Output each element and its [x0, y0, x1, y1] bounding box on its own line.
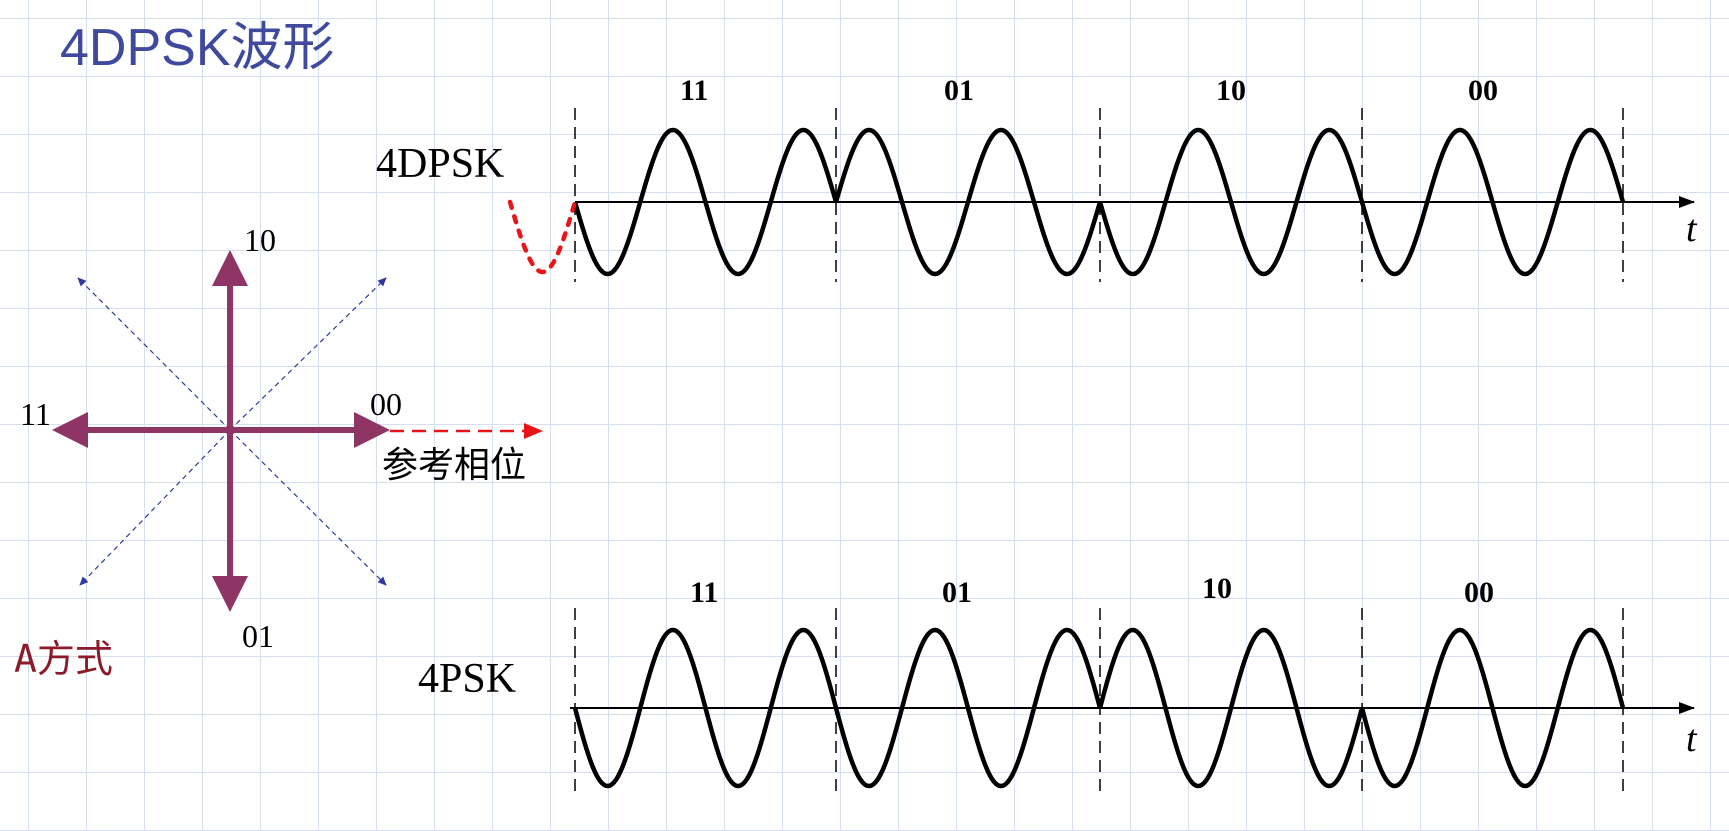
wave-4psk-segment — [1097, 627, 1365, 789]
segment-label: 11 — [680, 74, 709, 107]
diagonal-arrows — [77, 277, 387, 586]
wave-4psk-segment — [833, 627, 1103, 789]
wave-4psk-segment — [572, 627, 839, 789]
segment-label: 01 — [942, 576, 972, 609]
segment-label: 11 — [690, 576, 719, 609]
phase-label-down: 01 — [242, 618, 274, 654]
row-label-4dpsk: 4DPSK — [376, 141, 505, 187]
wave-4dpsk-segment — [1359, 127, 1626, 277]
page-title: 4DPSK波形 — [60, 19, 335, 77]
time-axis-label-4psk: t — [1686, 718, 1697, 760]
phase-label-up: 10 — [244, 222, 276, 258]
segment-label: 00 — [1464, 576, 1494, 609]
mode-label: A方式 — [14, 637, 113, 681]
segment-label: 10 — [1202, 572, 1232, 605]
segment-label: 01 — [944, 74, 974, 107]
time-axis-label-4dpsk: t — [1686, 208, 1697, 250]
phase-vectors — [52, 250, 390, 612]
segment-label: 00 — [1468, 74, 1498, 107]
phase-label-right: 00 — [370, 386, 402, 422]
wave-4psk-segment — [1359, 627, 1626, 789]
reference-phase-label: 参考相位 — [382, 445, 527, 486]
reference-phase-wave — [507, 199, 578, 275]
wave-4dpsk-segment — [1097, 127, 1365, 277]
segment-label: 10 — [1216, 74, 1246, 107]
wave-4dpsk-segment — [572, 127, 839, 277]
row-label-4psk: 4PSK — [418, 656, 517, 702]
wave-4dpsk-segment — [833, 127, 1103, 277]
phase-label-left: 11 — [20, 396, 51, 432]
